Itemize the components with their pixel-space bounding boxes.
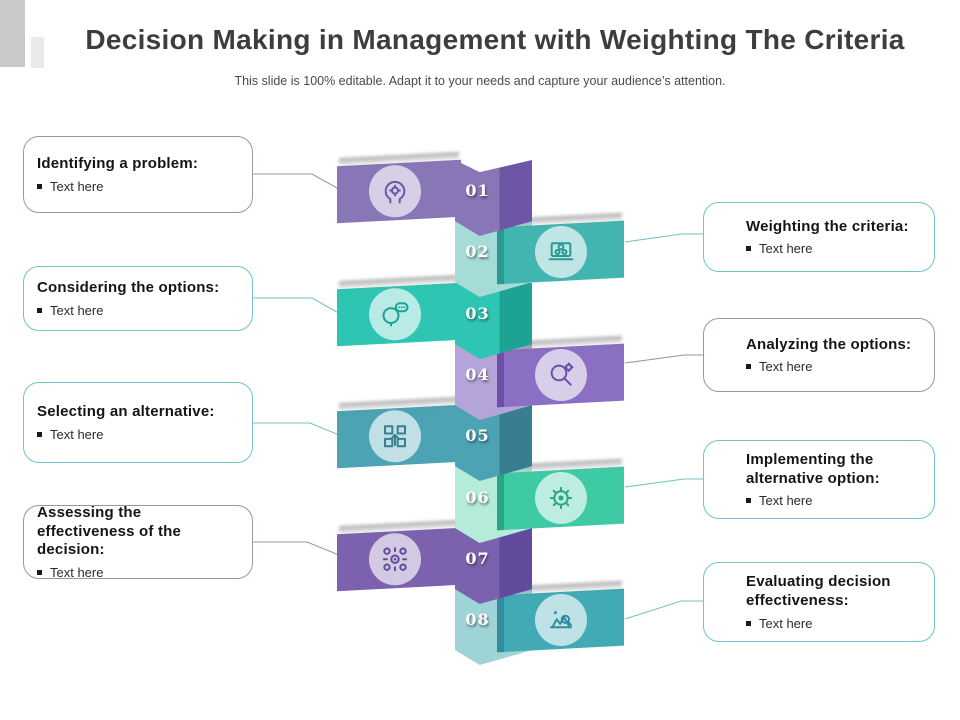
banner-considering-options[interactable] bbox=[337, 282, 461, 347]
spine-segment-1 bbox=[455, 160, 532, 236]
bullet-text[interactable]: Text here bbox=[50, 565, 104, 581]
banner-implementing-option[interactable] bbox=[497, 466, 624, 531]
head-gear-icon bbox=[369, 165, 421, 218]
bullet-row: Text here bbox=[746, 359, 924, 374]
connector-line-3 bbox=[253, 297, 345, 317]
connector-line-5 bbox=[253, 422, 345, 438]
bullet-text[interactable]: Text here bbox=[759, 359, 813, 375]
banner-weighting-criteria[interactable] bbox=[497, 220, 624, 285]
bullet-row: Text here bbox=[37, 427, 242, 442]
bullet-row: Text here bbox=[37, 303, 242, 318]
callout-identifying-problem[interactable]: Identifying a problem: Text here bbox=[23, 136, 253, 213]
head-speech-icon bbox=[369, 288, 421, 341]
callout-heading: Evaluating decision effectiveness: bbox=[746, 573, 891, 609]
laptop-gears-icon bbox=[535, 225, 587, 278]
bullet-row: Text here bbox=[37, 565, 242, 580]
connector-line-7 bbox=[253, 541, 345, 558]
bullet-icon bbox=[746, 498, 751, 504]
bullet-row: Text here bbox=[37, 179, 242, 194]
bullet-icon bbox=[746, 364, 751, 370]
spine-segment-5 bbox=[455, 405, 532, 481]
callout-heading: Analyzing the options: bbox=[746, 335, 912, 353]
callout-heading: Assessing the effectiveness of the decis… bbox=[37, 503, 182, 559]
callout-heading: Selecting an alternative: bbox=[37, 403, 215, 421]
step-number-7: 07 bbox=[465, 549, 490, 568]
banner-evaluating-effectiveness[interactable] bbox=[497, 588, 624, 653]
corner-decoration-bar bbox=[0, 0, 25, 67]
squares-arrow-icon bbox=[369, 410, 421, 463]
bullet-row: Text here bbox=[746, 616, 924, 631]
page-title: Decision Making in Management with Weigh… bbox=[85, 24, 905, 55]
bullet-row: Text here bbox=[746, 493, 924, 508]
bullet-text[interactable]: Text here bbox=[50, 426, 104, 442]
step-number-1: 01 bbox=[465, 181, 490, 200]
page-subtitle: This slide is 100% editable. Adapt it to… bbox=[234, 74, 726, 88]
banner-analyzing-options[interactable] bbox=[497, 343, 624, 408]
step-number-3: 03 bbox=[465, 304, 490, 323]
callout-selecting-alternative[interactable]: Selecting an alternative: Text here bbox=[23, 382, 253, 463]
connector-line-2 bbox=[624, 233, 703, 243]
spine-segment-7 bbox=[455, 528, 532, 604]
corner-decoration-accent bbox=[31, 37, 44, 68]
bullet-icon bbox=[37, 307, 42, 313]
bullet-icon bbox=[37, 183, 42, 189]
connector-line-1 bbox=[253, 173, 347, 194]
callout-analyzing-options[interactable]: Analyzing the options: Text here bbox=[703, 318, 935, 392]
bullet-text[interactable]: Text here bbox=[759, 493, 813, 509]
callout-evaluating-effectiveness[interactable]: Evaluating decision effectiveness: Text … bbox=[703, 562, 935, 642]
step-number-4: 04 bbox=[465, 365, 490, 384]
callout-implementing-option[interactable]: Implementing the alternative option: Tex… bbox=[703, 440, 935, 519]
callout-heading: Implementing the alternative option: bbox=[746, 450, 880, 487]
gear-clock-arrows-icon bbox=[369, 533, 421, 586]
bullet-icon bbox=[37, 431, 42, 437]
step-number-6: 06 bbox=[465, 488, 490, 507]
callout-considering-options[interactable]: Considering the options: Text here bbox=[23, 266, 253, 331]
connector-line-4 bbox=[624, 354, 703, 364]
spine-segment-3 bbox=[455, 283, 532, 359]
bullet-text[interactable]: Text here bbox=[759, 241, 813, 257]
banner-selecting-alternative[interactable] bbox=[337, 404, 461, 469]
banner-assessing-effectiveness[interactable] bbox=[337, 527, 461, 592]
callout-assessing-effectiveness[interactable]: Assessing the effectiveness of the decis… bbox=[23, 503, 253, 580]
magnifier-gear-icon bbox=[535, 348, 587, 401]
bullet-icon bbox=[37, 570, 42, 576]
bullet-icon bbox=[746, 246, 751, 252]
gear-icon bbox=[535, 471, 587, 524]
callout-heading: Identifying a problem: bbox=[37, 155, 199, 173]
bullet-text[interactable]: Text here bbox=[50, 178, 104, 194]
callout-heading: Weighting the criteria: bbox=[746, 217, 909, 235]
bullet-text[interactable]: Text here bbox=[759, 615, 813, 631]
connector-line-6 bbox=[624, 478, 703, 488]
step-number-2: 02 bbox=[465, 242, 490, 261]
callout-weighting-criteria[interactable]: Weighting the criteria: Text here bbox=[703, 202, 935, 272]
callout-heading: Considering the options: bbox=[37, 279, 220, 297]
step-number-5: 05 bbox=[465, 426, 490, 445]
bullet-row: Text here bbox=[746, 241, 924, 256]
step-number-8: 08 bbox=[465, 610, 490, 629]
connector-line-8 bbox=[624, 600, 703, 620]
bullet-icon bbox=[746, 620, 751, 626]
mountain-analysis-icon bbox=[535, 593, 587, 646]
banner-identifying-problem[interactable] bbox=[337, 159, 461, 224]
bullet-text[interactable]: Text here bbox=[50, 302, 104, 318]
